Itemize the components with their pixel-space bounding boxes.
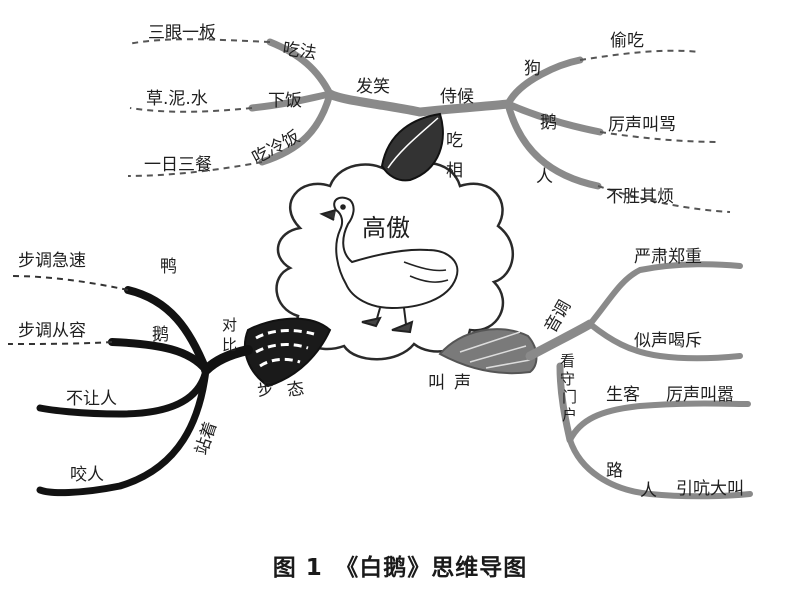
guard-char: 看 [560,352,575,370]
food-leaf-label: 草.泥.水 [146,89,208,109]
guard-leaf-label: 引吭大叫 [676,479,744,499]
eat-label-char: 相 [446,161,463,181]
walk-char: 态 [286,379,306,401]
guard-char: 户 [562,406,577,424]
servant-item-label: 狗 [524,59,541,79]
compare-char: 比 [222,336,237,354]
leaves-walk-lines [7,275,129,345]
servant-branch-label: 侍候 [440,87,474,107]
guard-leaf-label: 厉声叫嚣 [666,385,734,405]
guard-item-label: 生客 [606,385,640,405]
voice-fan-shape [438,328,538,375]
compare-leaf-label: 步调急速 [18,251,86,271]
servant-item-label: 人 [536,167,553,187]
servant-leaf-label: 不胜其烦 [606,187,674,207]
tone-leaf-label: 似声喝斥 [634,331,702,351]
guard-item-char: 人 [640,481,657,501]
goose-illustration [319,196,459,334]
food-leaf-label: 一日三餐 [144,155,212,175]
walk-sub-label: 站着 [192,419,222,458]
voice-char: 叫 [428,373,445,393]
guard-item-char: 路 [606,461,623,481]
guard-char: 守 [560,370,575,388]
guard-char: 门 [562,388,577,406]
branch-servant [415,56,604,190]
eat-label-char: 吃 [446,131,463,151]
servant-item-label: 鹅 [540,113,557,133]
tone-leaf-label: 严肃郑重 [634,247,702,267]
branch-food [248,38,425,166]
center-title: 高傲 [362,214,410,242]
food-item-label: 下饭 [268,91,302,111]
compare-char: 对 [222,316,237,334]
food-branch-label: 发笑 [356,77,390,97]
servant-leaf-label: 厉声叫骂 [608,115,676,135]
walk-char: 步 [256,379,276,401]
compare-item-label: 鹅 [152,325,169,345]
compare-item-label: 鸭 [160,257,177,277]
leaves-food-lines [127,38,271,177]
voice-char: 声 [454,373,471,393]
food-leaf-label: 三眼一板 [148,23,216,43]
walk-striped-shape [243,317,332,388]
leaves-servant-lines [579,49,731,213]
branch-voice [525,261,753,500]
food-item-label: 吃冷饭 [249,127,303,169]
walk-bottom-label: 不让人 [66,389,117,409]
servant-leaf-label: 偷吃 [610,31,644,51]
eat-leaf-shape [380,112,444,182]
walk-bottom-label: 咬人 [70,465,104,485]
food-item-label: 吃法 [281,39,317,64]
figure-caption: 图 1 《白鹅》思维导图 [272,555,528,581]
compare-leaf-label: 步调从容 [18,321,86,341]
branch-walk [36,286,253,497]
